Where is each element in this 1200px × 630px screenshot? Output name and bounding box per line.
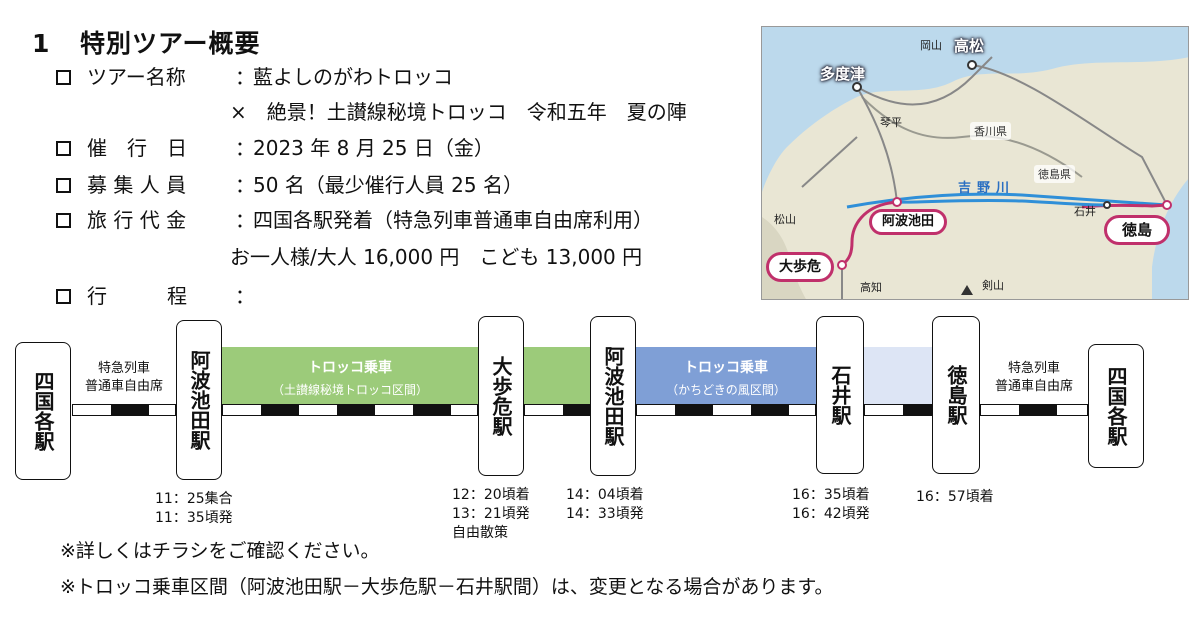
section-number: 1 <box>32 29 51 58</box>
map-label-tokushima-pref: 徳島県 <box>1034 165 1075 183</box>
map-label-matsuyama: 松山 <box>774 213 796 226</box>
map-label-takamatsu: 高松 <box>954 37 985 55</box>
station-awa-ikeda-1: 阿波池田駅 <box>176 320 222 480</box>
info-row-price: 旅 行 代 金：四国各駅発着（特急列車普通車自由席利用） <box>56 205 653 235</box>
light-band <box>864 347 932 404</box>
checkbox-icon <box>56 289 71 304</box>
express-label-right: 特急列車 普通車自由席 <box>994 361 1073 394</box>
info-label: 行 程 <box>87 284 187 308</box>
info-value-continued: × 絶景！土讃線秘境トロッコ 令和五年 夏の陣 <box>230 100 687 124</box>
trolley-section-1-continued <box>524 347 590 404</box>
station-ishii: 石井駅 <box>816 316 864 474</box>
station-dot <box>837 260 847 270</box>
map-station-ikeda: 阿波池田 <box>869 209 947 235</box>
checkbox-icon <box>56 141 71 156</box>
city-dot <box>967 60 977 70</box>
info-row-capacity: 募 集 人 員：50 名（最少催行人員 25 名） <box>56 170 523 200</box>
map-label-okayama: 岡山 <box>920 39 942 52</box>
info-label: ツアー名称 <box>87 65 186 89</box>
map-label-ishii: 石井 <box>1074 205 1096 218</box>
checkbox-icon <box>56 70 71 85</box>
checkbox-icon <box>56 178 71 193</box>
trolley-section-2: トロッコ乗車 （かちどきの風区間） <box>636 347 816 404</box>
rail-track <box>222 404 478 416</box>
station-shikoku-start: 四国各駅 <box>15 342 71 480</box>
pref-border <box>861 96 1083 178</box>
checkbox-icon <box>56 213 71 228</box>
rail-track <box>864 404 932 416</box>
trolley-subtitle: （かちどきの風区間） <box>666 383 786 397</box>
section-title: 特別ツアー概要 <box>80 29 261 58</box>
info-label: 旅 行 代 金 <box>87 208 187 232</box>
info-row-itinerary: 行 程： <box>56 281 255 311</box>
note-flyer: ※詳しくはチラシをご確認ください。 <box>60 540 380 562</box>
times-ikeda-2: 14：04頃着 14：33頃発 <box>566 487 644 522</box>
station-tokushima: 徳島駅 <box>932 316 980 474</box>
route-map: 岡山 高松 多度津 琴平 松山 高知 石井 剣山 香川県 徳島県 吉野川 阿波池… <box>761 26 1189 300</box>
station-oboke: 大歩危駅 <box>478 316 524 476</box>
express-label-left: 特急列車 普通車自由席 <box>84 361 163 394</box>
mountain-icon <box>961 285 973 295</box>
map-label-river: 吉野川 <box>958 181 1016 196</box>
station-dot <box>1162 200 1172 210</box>
route-line-east <box>1081 203 1168 209</box>
trolley-title: トロッコ乗車 <box>684 360 768 376</box>
map-label-kotohira: 琴平 <box>880 116 902 129</box>
info-value-continued: お一人様/大人 16,000 円 こども 13,000 円 <box>230 245 643 269</box>
trolley-title: トロッコ乗車 <box>308 360 392 376</box>
rail-track <box>980 404 1088 416</box>
section-heading: 1 特別ツアー概要 <box>32 24 261 60</box>
trolley-subtitle: （土讃線秘境トロッコ区間） <box>271 383 428 397</box>
station-shikoku-end: 四国各駅 <box>1088 344 1144 468</box>
sea-north <box>762 27 1188 192</box>
map-station-oboke: 大歩危 <box>766 252 834 282</box>
info-value: 2023 年 8 月 25 日（金） <box>253 136 494 160</box>
note-section-change: ※トロッコ乗車区間（阿波池田駅－大歩危駅－石井駅間）は、変更となる場合があります… <box>60 576 834 598</box>
info-label: 募 集 人 員 <box>87 173 187 197</box>
station-dot <box>892 197 902 207</box>
sea-east <box>1152 179 1188 299</box>
city-dot <box>852 82 862 92</box>
map-label-tadotsu: 多度津 <box>820 65 866 83</box>
map-label-kochi: 高知 <box>860 281 882 294</box>
map-label-kagawa: 香川県 <box>970 122 1011 140</box>
times-tokushima: 16：57頃着 <box>916 489 994 505</box>
times-ikeda-1: 11：25集合 11：35頃発 <box>155 491 233 526</box>
city-dot <box>1103 201 1111 209</box>
trolley-section-1: トロッコ乗車 （土讃線秘境トロッコ区間） <box>222 347 478 404</box>
info-value: 四国各駅発着（特急列車普通車自由席利用） <box>253 208 653 232</box>
times-oboke: 12：20頃着 13：21頃発 自由散策 <box>452 487 530 541</box>
map-label-tsurugisan: 剣山 <box>982 279 1004 292</box>
route-line-pink <box>841 200 898 267</box>
map-station-tokushima: 徳島 <box>1104 215 1170 245</box>
map-graphic <box>762 27 1188 299</box>
rail-track <box>72 404 176 416</box>
info-row-tour-name: ツアー名称：藍よしのがわトロッコ <box>56 62 453 92</box>
route-line-blue <box>896 198 1108 207</box>
info-label: 催 行 日 <box>87 136 187 160</box>
rail-track <box>524 404 590 416</box>
info-row-date: 催 行 日：2023 年 8 月 25 日（金） <box>56 133 494 163</box>
info-value: 50 名（最少催行人員 25 名） <box>253 173 523 197</box>
times-ishii: 16：35頃着 16：42頃発 <box>792 487 870 522</box>
station-awa-ikeda-2: 阿波池田駅 <box>590 316 636 476</box>
info-value: 藍よしのがわトロッコ <box>253 65 453 89</box>
rail-track <box>636 404 816 416</box>
